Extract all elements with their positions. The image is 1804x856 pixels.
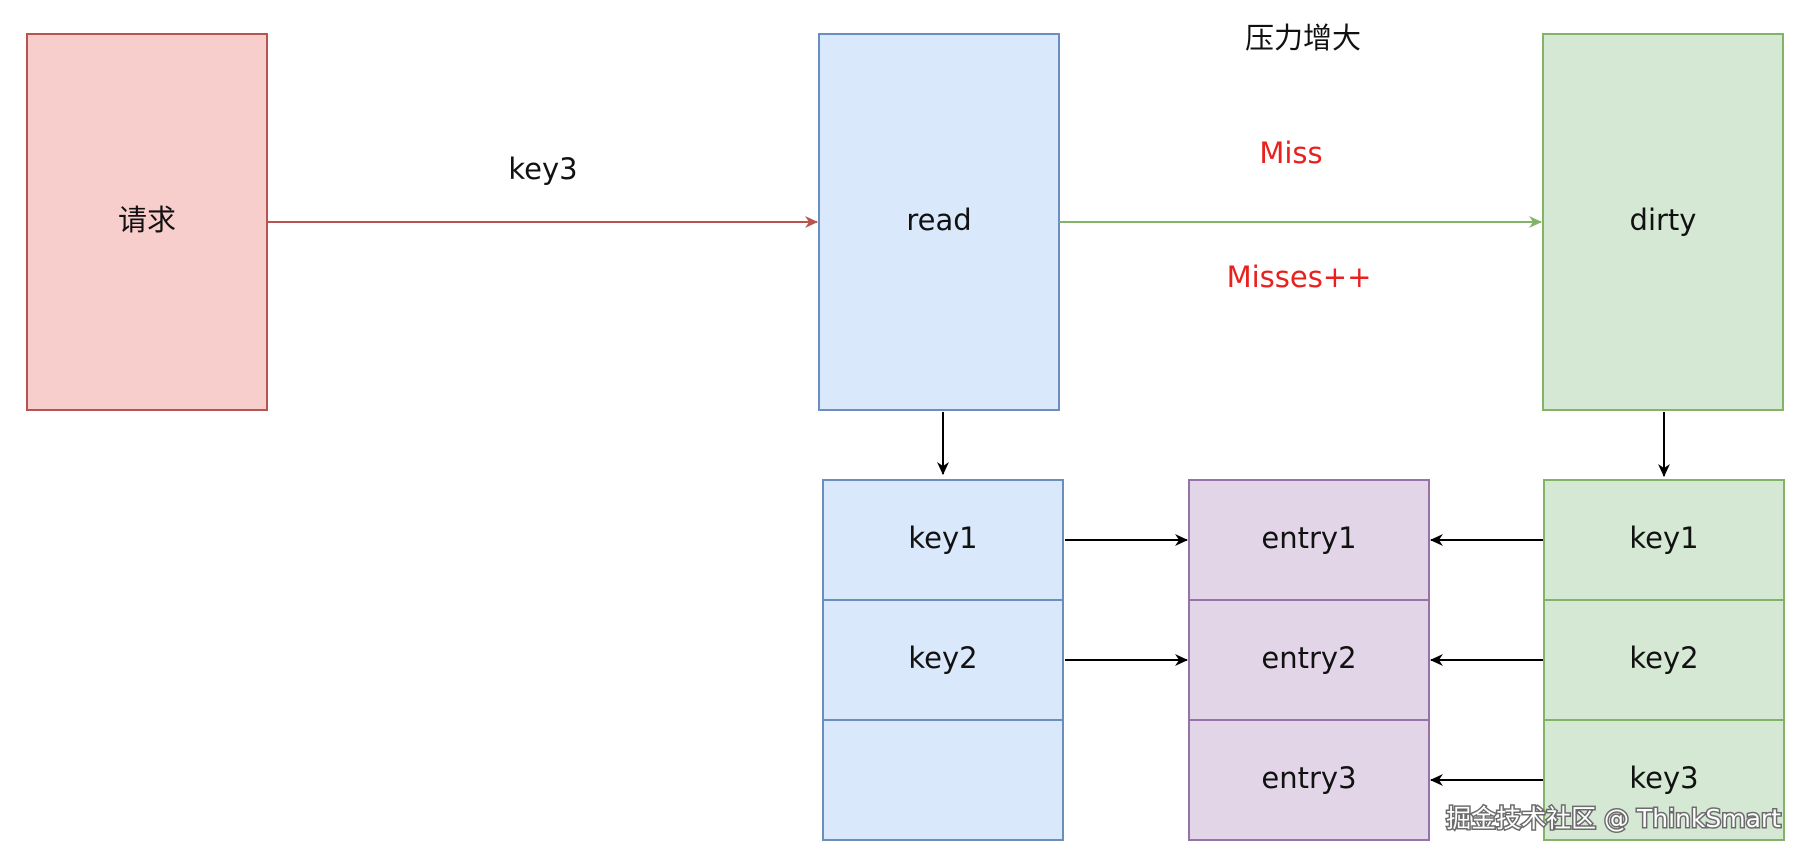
dirty-key-label: key3 <box>1629 761 1698 795</box>
read-key-cell <box>822 599 1064 721</box>
read-key-cell-empty <box>822 719 1064 841</box>
dirty-key-cell <box>1543 479 1785 601</box>
read-keys-column: key1 key2 <box>822 479 1064 841</box>
entry-label: entry3 <box>1261 761 1356 795</box>
read-key-label: key2 <box>908 641 977 675</box>
dirty-key-label: key2 <box>1629 641 1698 675</box>
watermark: 掘金技术社区 @ ThinkSmart <box>1446 804 1781 833</box>
dirty-key-cell <box>1543 719 1785 841</box>
read-key-cell <box>822 479 1064 601</box>
dirty-label: dirty <box>1630 203 1697 237</box>
entry-cell <box>1188 719 1430 841</box>
entry-label: entry2 <box>1261 641 1356 675</box>
entry-label: entry1 <box>1261 521 1356 555</box>
dirty-key-cell <box>1543 599 1785 721</box>
miss-label: Miss <box>1259 136 1322 170</box>
entry-cell <box>1188 479 1430 601</box>
dirty-keys-column: key1 key2 key3 <box>1543 479 1785 841</box>
read-label: read <box>906 203 971 237</box>
read-key-label: key1 <box>908 521 977 555</box>
entries-column: entry1 entry2 entry3 <box>1188 479 1430 841</box>
misses-label: Misses++ <box>1227 260 1372 294</box>
diagram-title: 压力增大 <box>1245 21 1361 55</box>
entry-cell <box>1188 599 1430 721</box>
request-label: 请求 <box>118 203 176 237</box>
request-box <box>26 33 268 411</box>
dirty-box <box>1542 33 1784 411</box>
request-to-read-label: key3 <box>508 152 577 186</box>
read-box <box>818 33 1060 411</box>
dirty-key-label: key1 <box>1629 521 1698 555</box>
